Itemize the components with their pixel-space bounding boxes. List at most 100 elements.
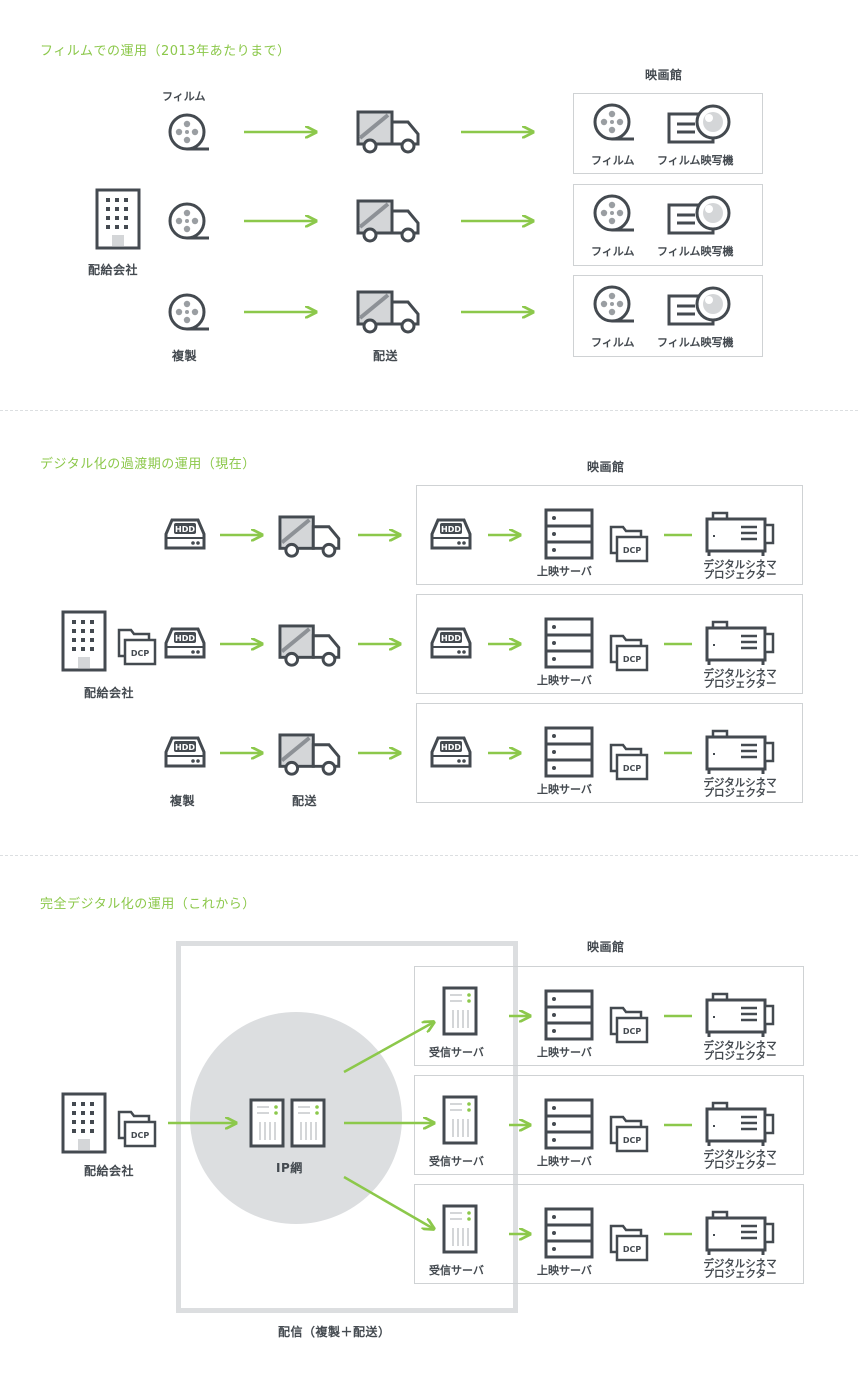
hdd-icon: HDD (430, 627, 472, 659)
section1-theater-projector-label: フィルム映写機 (657, 245, 734, 258)
hdd-icon-text: HDD (175, 743, 195, 752)
section3-projector-label-line1: デジタルシネマ (703, 1149, 777, 1161)
dcp-icon-text: DCP (623, 655, 642, 664)
section1-theater-film-label: フィルム (591, 336, 635, 349)
ip-network-server-icon (290, 1098, 326, 1148)
truck-icon (356, 110, 420, 154)
dcp-icon-text: DCP (623, 764, 642, 773)
digital-projector-icon (705, 620, 775, 665)
section-divider (0, 410, 858, 411)
section1-delivery-label: 配送 (373, 349, 399, 363)
section2-projector-label-line1: デジタルシネマ (703, 668, 777, 680)
ip-network-server-icon (249, 1098, 285, 1148)
section-divider (0, 855, 858, 856)
section3-theater-heading: 映画館 (587, 940, 625, 954)
truck-icon (278, 515, 341, 558)
film-reel-icon (593, 194, 634, 232)
flow-arrow (343, 1022, 434, 1074)
hdd-icon-text: HDD (441, 525, 461, 534)
film-projector-icon (667, 104, 731, 144)
receive-server-label: 受信サーバ (429, 1046, 484, 1059)
section3-distributor-label: 配給会社 (84, 1164, 135, 1178)
section1-theater-heading: 映画館 (645, 68, 683, 82)
film-projector-icon (667, 286, 731, 326)
dcp-folder-icon: DCP (117, 1110, 157, 1148)
screening-server-icon (544, 508, 594, 560)
section3-projector-label-line1: デジタルシネマ (703, 1258, 777, 1270)
hdd-icon-text: HDD (175, 634, 195, 643)
dcp-folder-icon: DCP (609, 634, 649, 672)
dcp-folder-icon: DCP (609, 1224, 649, 1262)
section2-theater-heading: 映画館 (587, 460, 625, 474)
section2-screening-server-label: 上映サーバ (537, 674, 592, 687)
section3-projector-label-line2: プロジェクター (703, 1268, 777, 1280)
section2-distributor-label: 配給会社 (84, 686, 135, 700)
hdd-icon: HDD (164, 736, 206, 768)
section3-theater-box-3 (414, 1184, 804, 1284)
section1-title: フィルムでの運用（2013年あたりまで） (40, 44, 291, 59)
section3-theater-box-1 (414, 966, 804, 1066)
section2-projector-label-line1: デジタルシネマ (703, 559, 777, 571)
section1-film-header: フィルム (162, 90, 206, 103)
receive-server-icon (442, 1095, 478, 1145)
receive-server-icon (442, 1204, 478, 1254)
film-projector-icon (667, 195, 731, 235)
dcp-icon-text: DCP (623, 1027, 642, 1036)
film-reel-icon (168, 202, 209, 240)
section2-projector-label-line1: デジタルシネマ (703, 777, 777, 789)
dcp-folder-icon: DCP (609, 743, 649, 781)
digital-projector-icon (705, 729, 775, 774)
section3-theater-box-2 (414, 1075, 804, 1175)
section3-screening-server-label: 上映サーバ (537, 1264, 592, 1277)
hdd-icon-text: HDD (441, 634, 461, 643)
dcp-icon-text: DCP (623, 546, 642, 555)
truck-icon (278, 733, 341, 776)
section3-projector-label-line1: デジタルシネマ (703, 1040, 777, 1052)
truck-icon (278, 624, 341, 667)
truck-icon (356, 290, 420, 334)
digital-projector-icon (705, 511, 775, 556)
dcp-icon-text: DCP (623, 1245, 642, 1254)
dcp-folder-icon: DCP (117, 628, 157, 666)
receive-server-label: 受信サーバ (429, 1264, 484, 1277)
section2-projector-label-line2: プロジェクター (703, 678, 777, 690)
section2-screening-server-label: 上映サーバ (537, 565, 592, 578)
section2-copy-label: 複製 (170, 794, 196, 808)
dcp-folder-icon: DCP (609, 1115, 649, 1153)
hdd-icon: HDD (430, 736, 472, 768)
dcp-icon-text: DCP (131, 649, 150, 658)
digital-projector-icon (705, 1210, 775, 1255)
digital-projector-icon (705, 992, 775, 1037)
hdd-icon-text: HDD (175, 525, 195, 534)
dcp-icon-text: DCP (131, 1131, 150, 1140)
distribution-zone-frame (176, 941, 518, 1313)
section1-theater-film-label: フィルム (591, 245, 635, 258)
building-icon (61, 1092, 107, 1154)
screening-server-icon (544, 1098, 594, 1150)
section1-theater-projector-label: フィルム映写機 (657, 154, 734, 167)
screening-server-icon (544, 617, 594, 669)
screening-server-icon (544, 1207, 594, 1259)
film-reel-icon (593, 103, 634, 141)
section1-theater-projector-label: フィルム映写機 (657, 336, 734, 349)
section2-projector-label-line2: プロジェクター (703, 569, 777, 581)
building-icon (61, 610, 107, 672)
receive-server-label: 受信サーバ (429, 1155, 484, 1168)
section3-screening-server-label: 上映サーバ (537, 1155, 592, 1168)
section3-screening-server-label: 上映サーバ (537, 1046, 592, 1059)
distribution-caption: 配信（複製＋配送） (278, 1325, 391, 1339)
section3-projector-label-line2: プロジェクター (703, 1050, 777, 1062)
screening-server-icon (544, 989, 594, 1041)
screening-server-icon (544, 726, 594, 778)
section1-copy-label: 複製 (172, 349, 198, 363)
truck-icon (356, 199, 420, 243)
dcp-icon-text: DCP (623, 1136, 642, 1145)
digital-projector-icon (705, 1101, 775, 1146)
hdd-icon-text: HDD (441, 743, 461, 752)
section2-projector-label-line2: プロジェクター (703, 787, 777, 799)
hdd-icon: HDD (164, 518, 206, 550)
hdd-icon: HDD (164, 627, 206, 659)
section1-theater-film-label: フィルム (591, 154, 635, 167)
building-icon (95, 188, 141, 250)
